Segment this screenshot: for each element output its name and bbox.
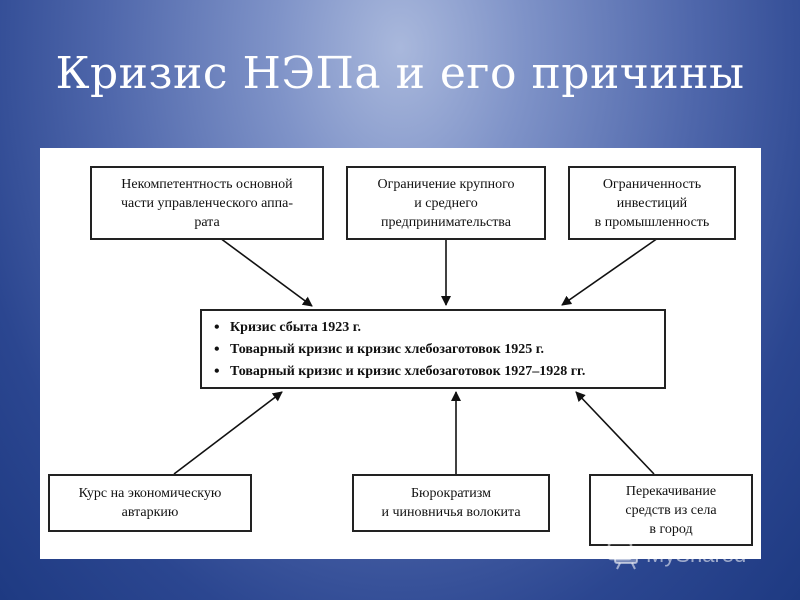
crisis-item: Кризис сбыта 1923 г. bbox=[214, 317, 654, 339]
myshared-logo-icon bbox=[607, 541, 638, 570]
crisis-box: Кризис сбыта 1923 г. Товарный кризис и к… bbox=[200, 309, 666, 389]
watermark-text: MyShared bbox=[646, 542, 747, 567]
cause-pumping-text: Перекачивание средств из села в город bbox=[625, 483, 717, 537]
cause-bureaucracy-text: Бюрократизм и чиновничья волокита bbox=[381, 486, 521, 520]
crisis-item: Товарный кризис и кризис хлебозаготовок … bbox=[214, 361, 654, 383]
arrow-incompetence bbox=[219, 237, 313, 307]
arrow-pumping bbox=[575, 391, 655, 475]
cause-pumping: Перекачивание средств из села в город bbox=[589, 474, 753, 546]
crisis-item: Товарный кризис и кризис хлебозаготовок … bbox=[214, 339, 654, 361]
arrow-limit-investment bbox=[561, 237, 659, 306]
cause-limit-business: Ограничение крупного и среднего предприн… bbox=[346, 166, 546, 240]
cause-incompetence: Некомпетентность основной части управлен… bbox=[90, 166, 324, 240]
cause-limit-business-text: Ограничение крупного и среднего предприн… bbox=[377, 176, 515, 230]
cause-autarky-text: Курс на экономическую автаркию bbox=[78, 486, 222, 520]
cause-incompetence-text: Некомпетентность основной части управлен… bbox=[120, 176, 294, 230]
slide-title: Кризис НЭПа и его причины bbox=[55, 48, 745, 99]
crisis-list: Кризис сбыта 1923 г. Товарный кризис и к… bbox=[212, 317, 654, 383]
cause-autarky: Курс на экономическую автаркию bbox=[48, 474, 252, 532]
arrow-autarky bbox=[173, 391, 283, 475]
cause-limit-investment: Ограниченность инвестиций в промышленнос… bbox=[568, 166, 736, 240]
diagram-panel: Некомпетентность основной части управлен… bbox=[40, 148, 761, 559]
arrows-layer bbox=[173, 237, 659, 475]
cause-limit-investment-text: Ограниченность инвестиций в промышленнос… bbox=[594, 176, 710, 230]
cause-bureaucracy: Бюрократизм и чиновничья волокита bbox=[352, 474, 550, 532]
watermark: MyShared bbox=[606, 535, 786, 575]
